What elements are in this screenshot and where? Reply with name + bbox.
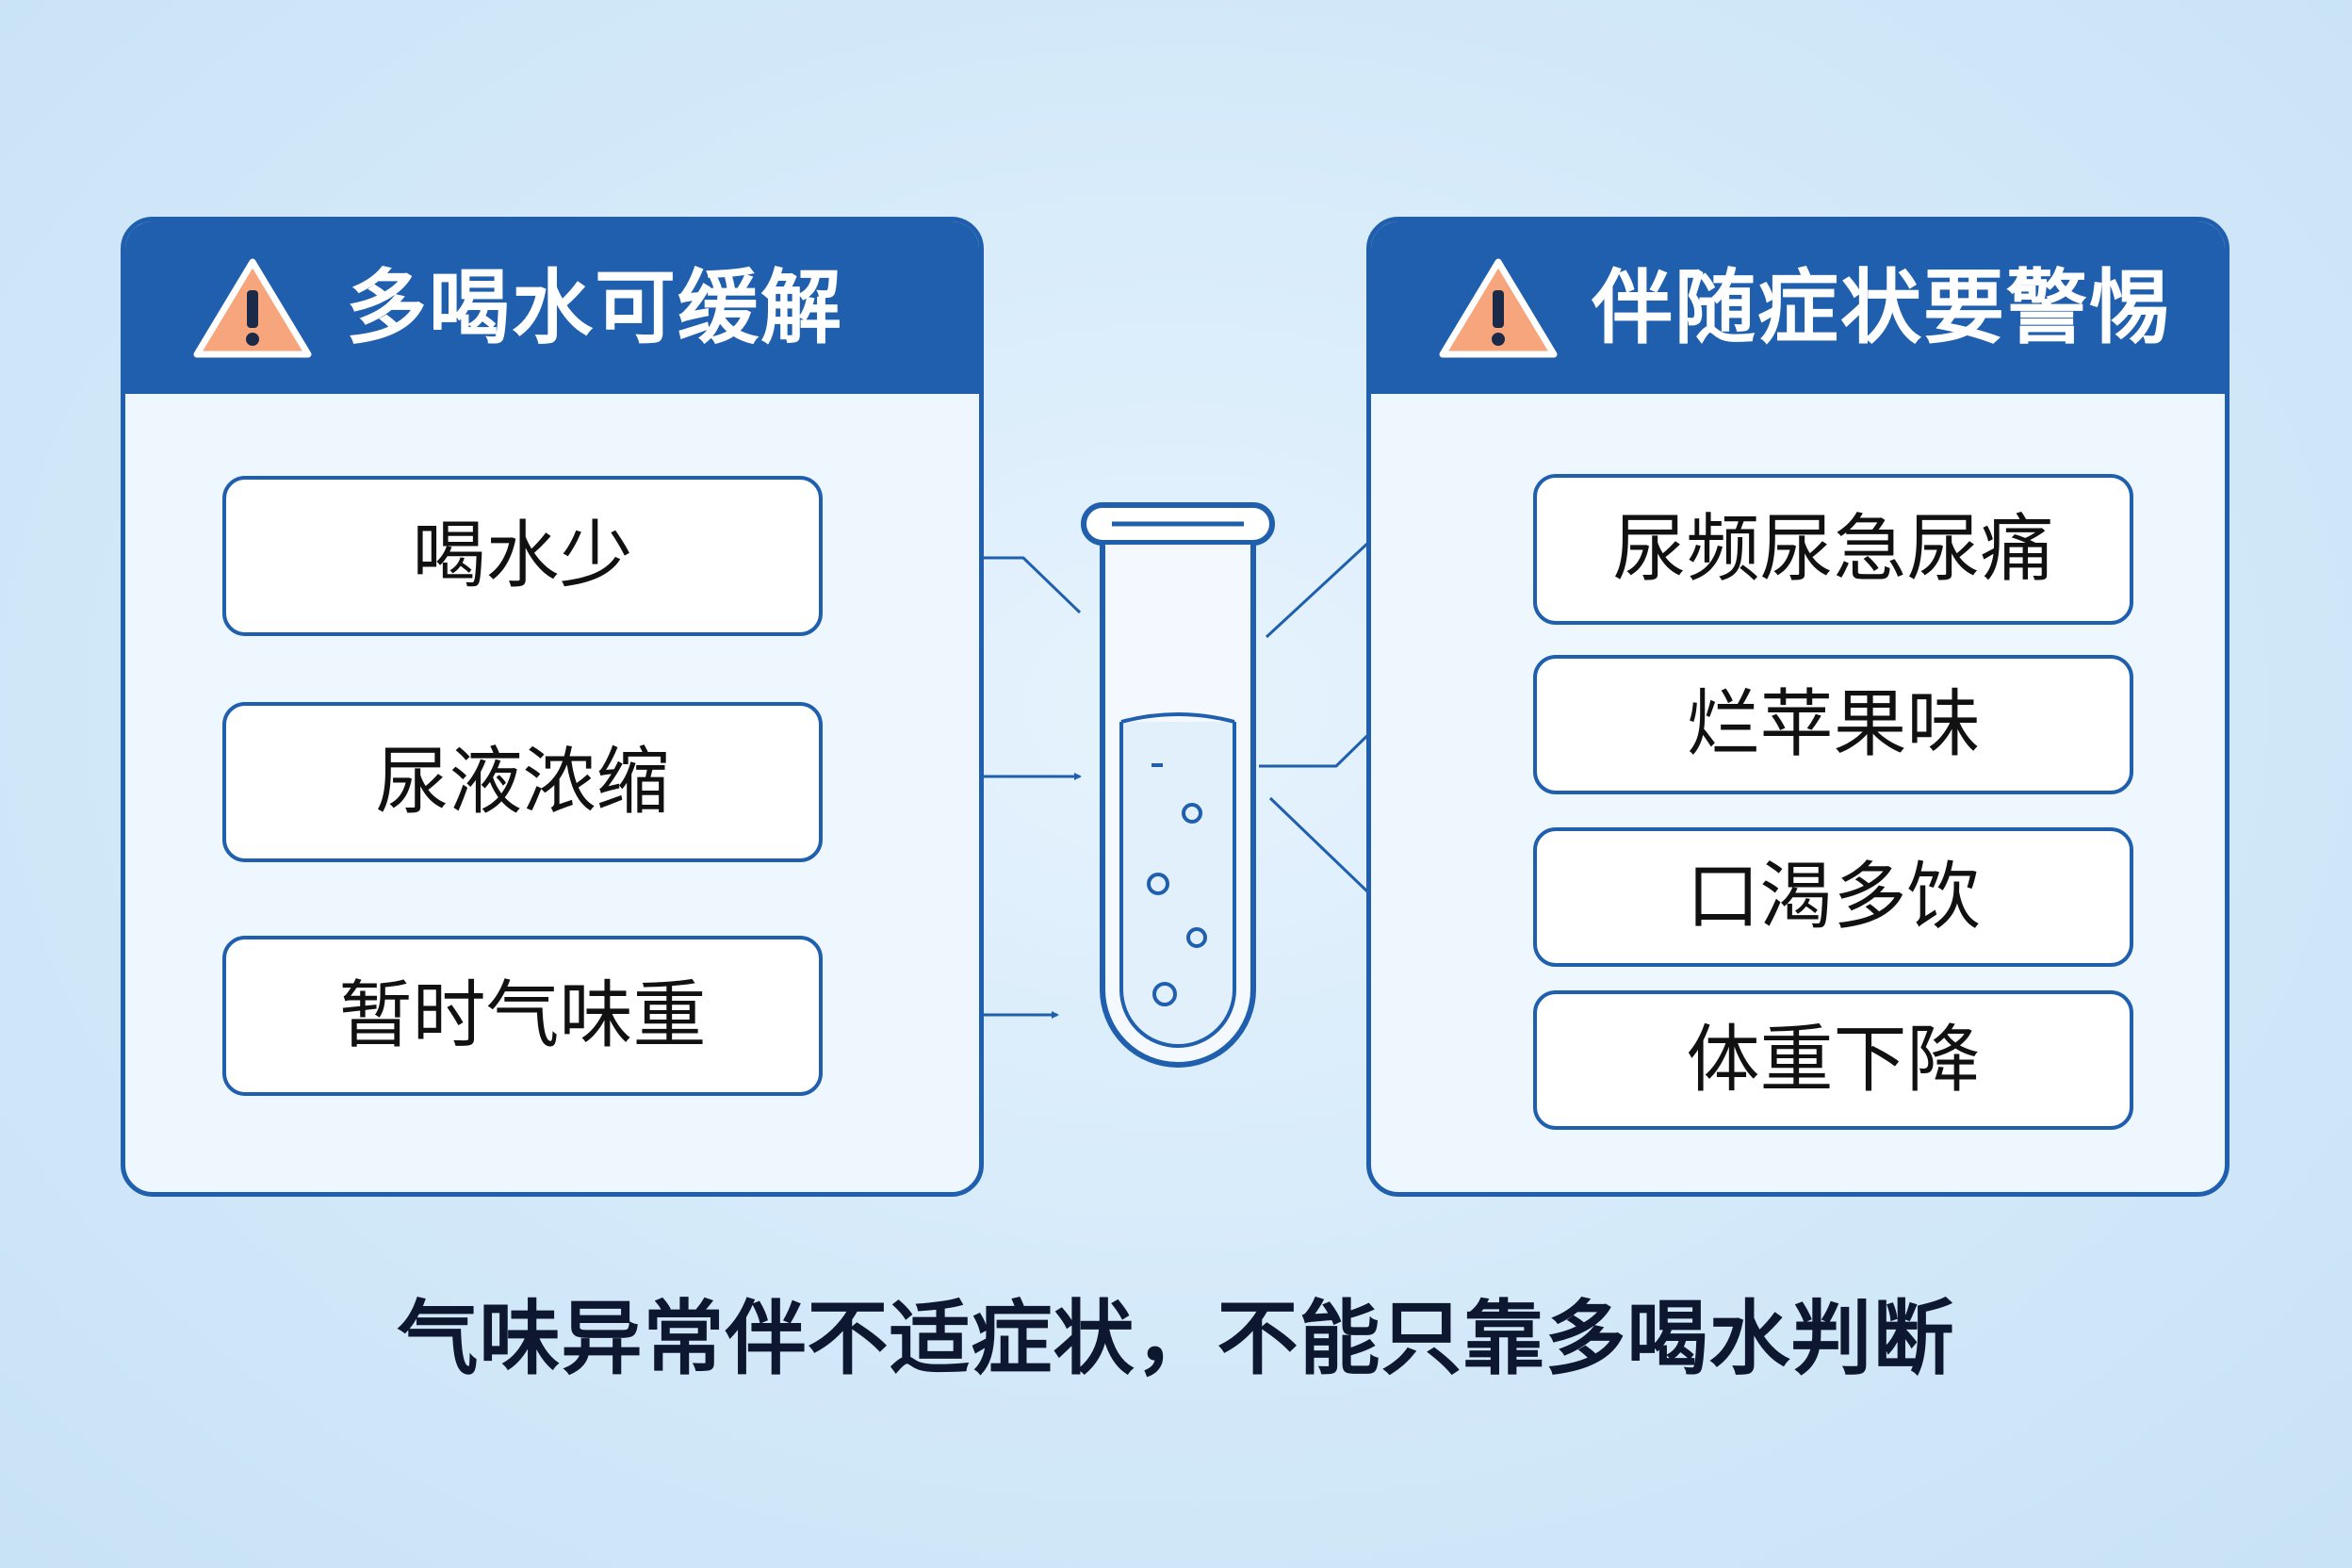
panel-header: 多喝水可缓解 <box>125 221 979 394</box>
test-tube-icon <box>1081 502 1275 1068</box>
list-item: 烂苹果味 <box>1533 655 2133 794</box>
list-item: 口渴多饮 <box>1533 827 2133 967</box>
list-item: 暂时气味重 <box>222 936 823 1096</box>
footer-caption: 气味异常伴不适症状，不能只靠多喝水判断 <box>397 1292 1955 1386</box>
panel-title: 伴随症状要警惕 <box>1592 260 2172 355</box>
panel-title: 多喝水可缓解 <box>346 260 843 355</box>
panel-relievable: 多喝水可缓解 喝水少 尿液浓缩 暂时气味重 <box>121 217 984 1197</box>
panel-header: 伴随症状要警惕 <box>1371 221 2225 394</box>
list-item: 体重下降 <box>1533 990 2133 1130</box>
warning-triangle-icon <box>1439 258 1558 357</box>
list-item: 尿液浓缩 <box>222 702 823 862</box>
panel-warning-signs: 伴随症状要警惕 尿频尿急尿痛 烂苹果味 口渴多饮 体重下降 <box>1366 217 2230 1197</box>
warning-triangle-icon <box>193 258 312 357</box>
list-item: 喝水少 <box>222 476 823 636</box>
list-item: 尿频尿急尿痛 <box>1533 474 2133 625</box>
